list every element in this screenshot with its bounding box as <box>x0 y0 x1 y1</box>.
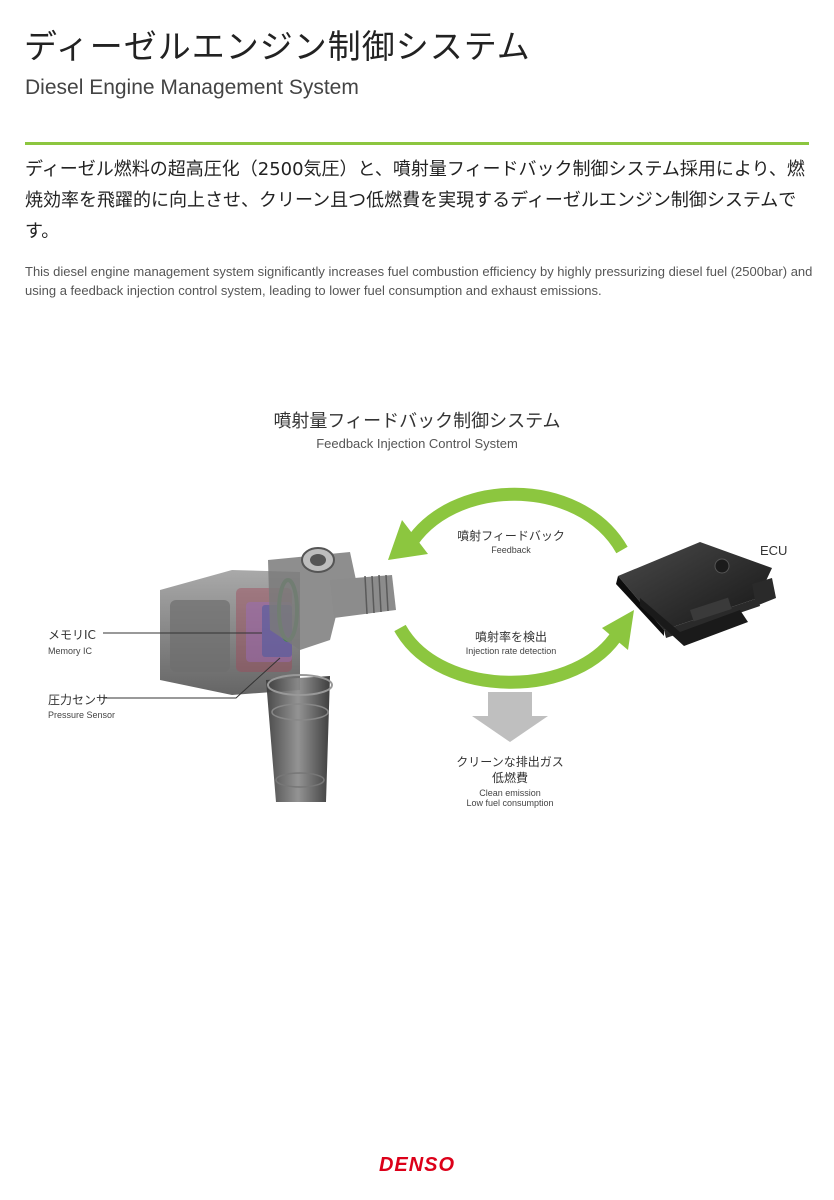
result-label-en-line1: Clean emission <box>479 788 541 798</box>
memory-ic-label-en: Memory IC <box>48 646 93 656</box>
injector-illustration <box>160 547 396 802</box>
ecu-illustration <box>616 542 776 646</box>
pressure-sensor-leader-line <box>103 657 281 699</box>
feedback-diagram <box>103 487 776 802</box>
result-down-arrow <box>472 692 548 742</box>
detection-label-en: Injection rate detection <box>465 646 557 656</box>
memory-ic-label: メモリIC <box>48 628 96 642</box>
pressure-sensor-label: 圧力センサ <box>48 693 109 707</box>
detection-arrowhead <box>602 610 634 650</box>
intro-text-en: This diesel engine management system sig… <box>25 264 813 298</box>
feedback-label: 噴射フィードバック <box>457 529 565 543</box>
pressure-sensor-label-en: Pressure Sensor <box>48 710 116 720</box>
ecu-label: ECU <box>760 543 788 558</box>
result-label-en-line2: Low fuel consumption <box>466 798 554 808</box>
feedback-arc <box>402 487 628 554</box>
result-label-line2: 低燃費 <box>491 771 528 785</box>
page-subtitle: Diesel Engine Management System <box>25 76 359 99</box>
feedback-arrowhead <box>388 520 428 560</box>
figure-title: 噴射量フィードバック制御システム <box>273 411 561 432</box>
feedback-label-en: Feedback <box>491 545 531 555</box>
detection-arc <box>394 624 626 689</box>
result-label-line1: クリーンな排出ガス <box>456 755 564 769</box>
denso-logo: DENSO <box>378 1154 456 1176</box>
figure-subtitle: Feedback Injection Control System <box>316 436 518 451</box>
page-title: ディーゼルエンジン制御システム <box>24 27 531 66</box>
green-divider <box>25 142 809 145</box>
detection-label: 噴射率を検出 <box>474 630 547 644</box>
intro-text-ja: ディーゼル燃料の超高圧化（2500気圧）と、噴射量フィードバック制御システム採用… <box>25 159 805 242</box>
